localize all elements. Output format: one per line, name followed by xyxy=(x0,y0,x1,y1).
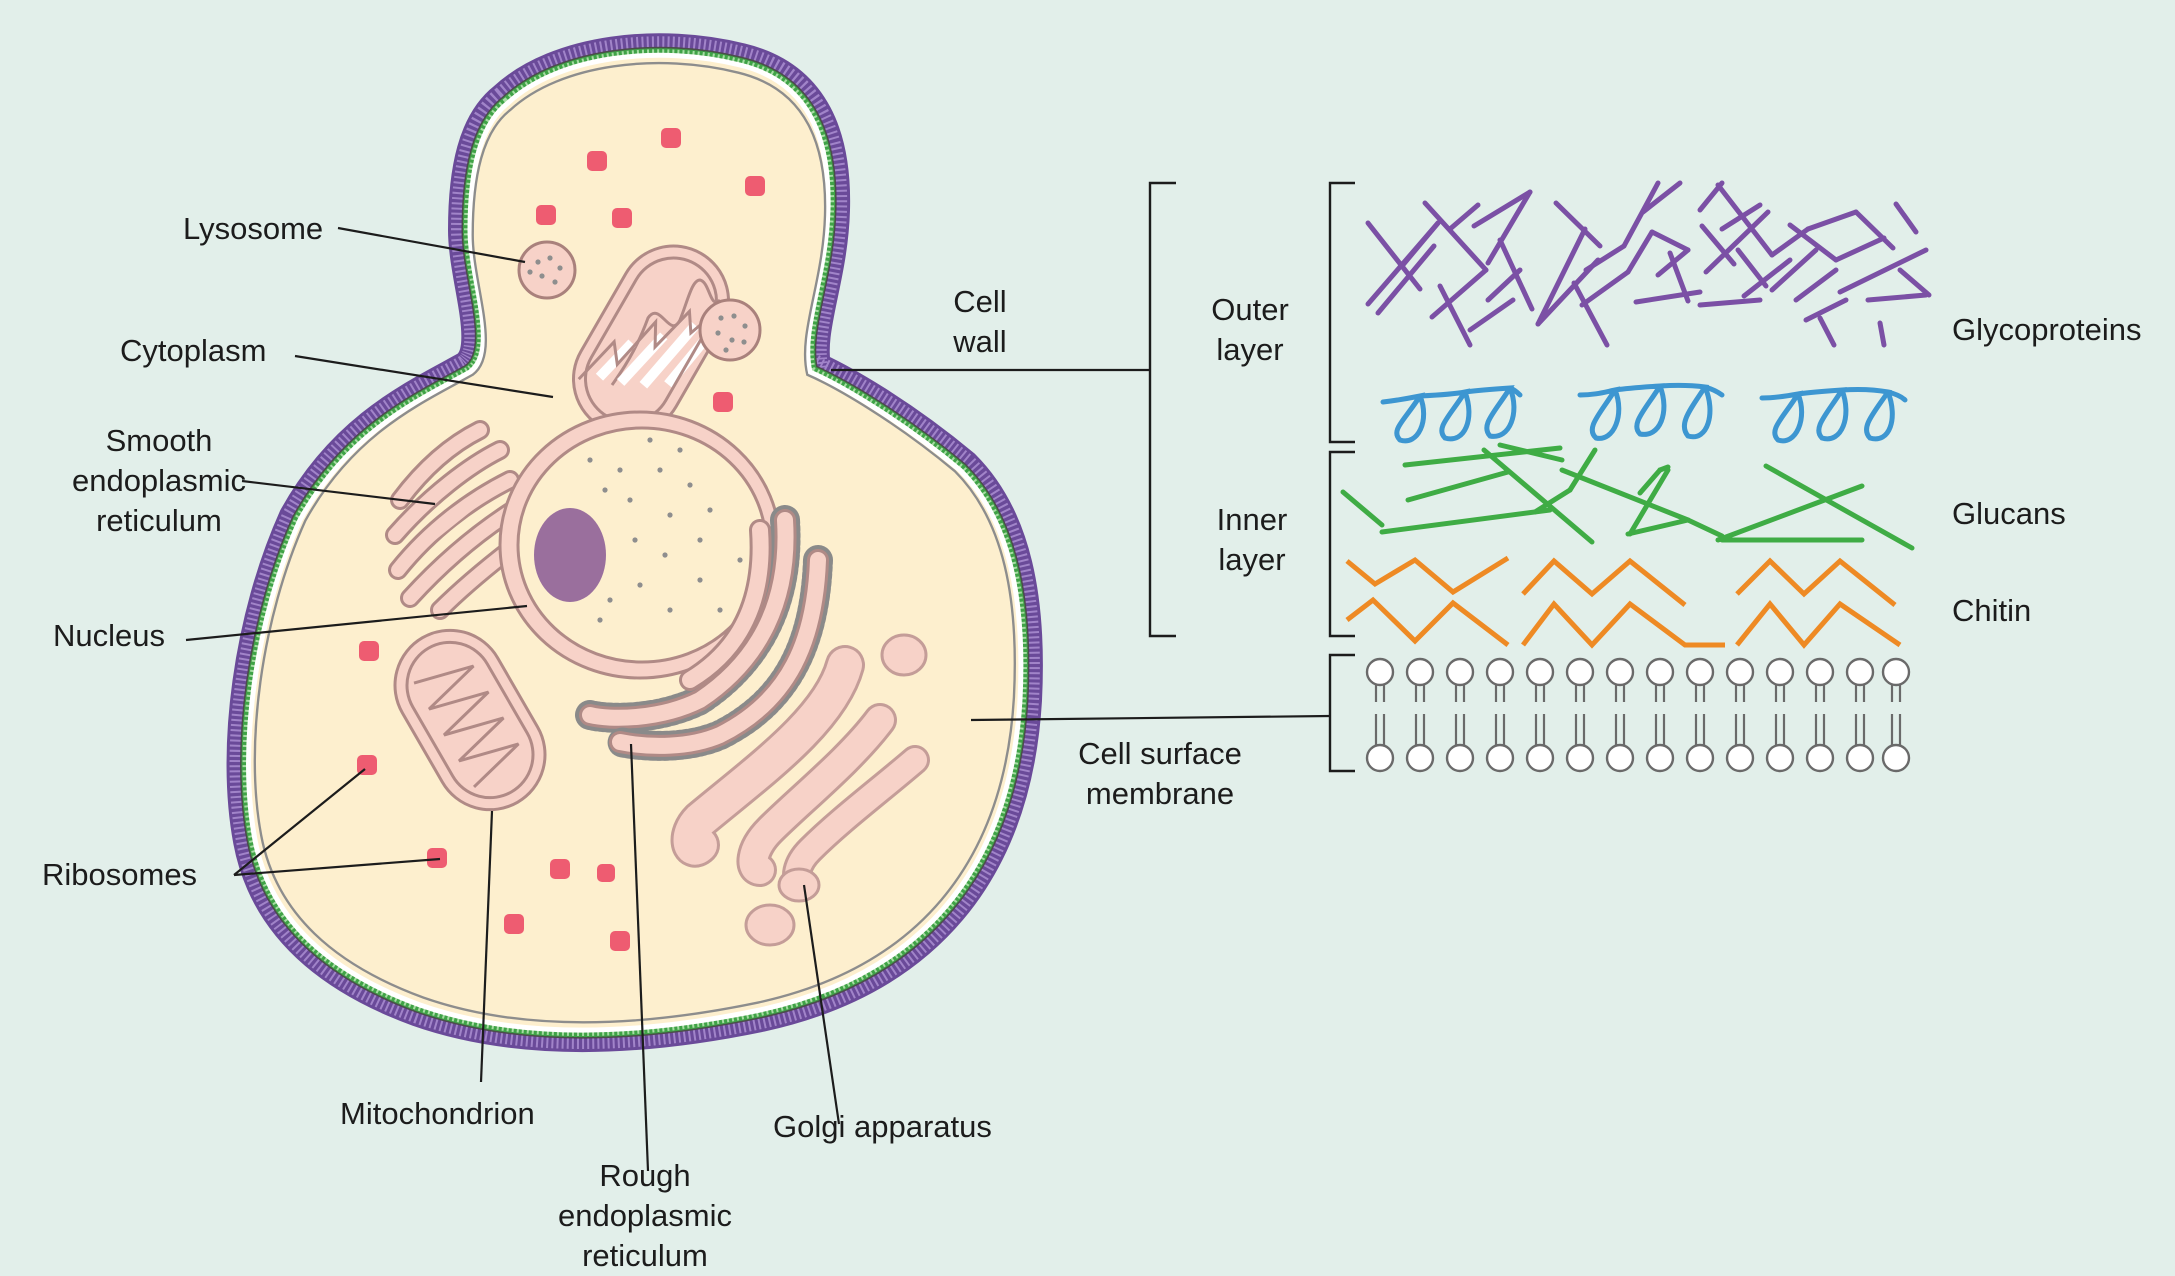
lipid-tails xyxy=(1374,685,1902,745)
label-line: Smooth xyxy=(105,423,213,458)
phospholipid-bilayer xyxy=(1365,657,1911,773)
label-nucleus: Nucleus xyxy=(53,618,165,653)
label-inner-layer: Inner layer xyxy=(1192,500,1312,580)
leader-lines xyxy=(185,226,1331,1172)
glycoprotein-helices xyxy=(1380,382,1908,444)
golgi-apparatus xyxy=(670,645,930,895)
label-line: Outer xyxy=(1211,292,1289,327)
label-lysosome: Lysosome xyxy=(183,211,324,246)
label-line: Inner xyxy=(1216,502,1288,537)
nucleus xyxy=(498,410,782,680)
label-golgi-apparatus: Golgi apparatus xyxy=(773,1109,992,1144)
lower-leaflet xyxy=(1365,743,1911,773)
label-line: layer xyxy=(1216,332,1284,367)
mitochondrion xyxy=(393,628,547,812)
label-rough-er: Rough endoplasmic reticulum xyxy=(545,1156,745,1276)
label-line: reticulum xyxy=(582,1238,708,1273)
label-outer-layer: Outer layer xyxy=(1190,290,1310,370)
label-glycoproteins: Glycoproteins xyxy=(1952,312,2142,347)
smooth-endoplasmic-reticulum xyxy=(385,420,522,620)
label-line: Rough xyxy=(599,1158,691,1193)
label-cytoplasm: Cytoplasm xyxy=(120,333,267,368)
label-line: Cell surface xyxy=(1078,736,1242,771)
label-line: layer xyxy=(1218,542,1286,577)
chromatin xyxy=(587,437,743,623)
label-cell-surface-membrane: Cell surface membrane xyxy=(1060,734,1260,814)
ribosomes xyxy=(357,128,765,951)
label-line: wall xyxy=(953,324,1007,359)
label-mitochondrion: Mitochondrion xyxy=(340,1096,535,1131)
lysosome xyxy=(517,240,762,362)
golgi-vesicles xyxy=(744,633,928,947)
label-ribosomes: Ribosomes xyxy=(42,857,198,892)
label-chitin: Chitin xyxy=(1952,593,2032,628)
rough-endoplasmic-reticulum xyxy=(575,505,833,761)
label-cell-wall: Cell wall xyxy=(925,282,1035,362)
glycoproteins xyxy=(1365,180,1932,348)
brackets xyxy=(1148,181,1355,773)
label-smooth-er: Smooth endoplasmic reticulum xyxy=(28,421,290,541)
lysosome-granules xyxy=(527,255,748,353)
upper-leaflet xyxy=(1365,657,1911,687)
label-line: endoplasmic xyxy=(71,463,247,498)
label-line: membrane xyxy=(1085,776,1235,811)
label-line: Cell xyxy=(953,284,1007,319)
glucans xyxy=(1340,442,1915,551)
label-line: reticulum xyxy=(96,503,222,538)
chitin xyxy=(1345,555,1902,649)
label-glucans: Glucans xyxy=(1952,496,2066,531)
label-line: endoplasmic xyxy=(557,1198,733,1233)
